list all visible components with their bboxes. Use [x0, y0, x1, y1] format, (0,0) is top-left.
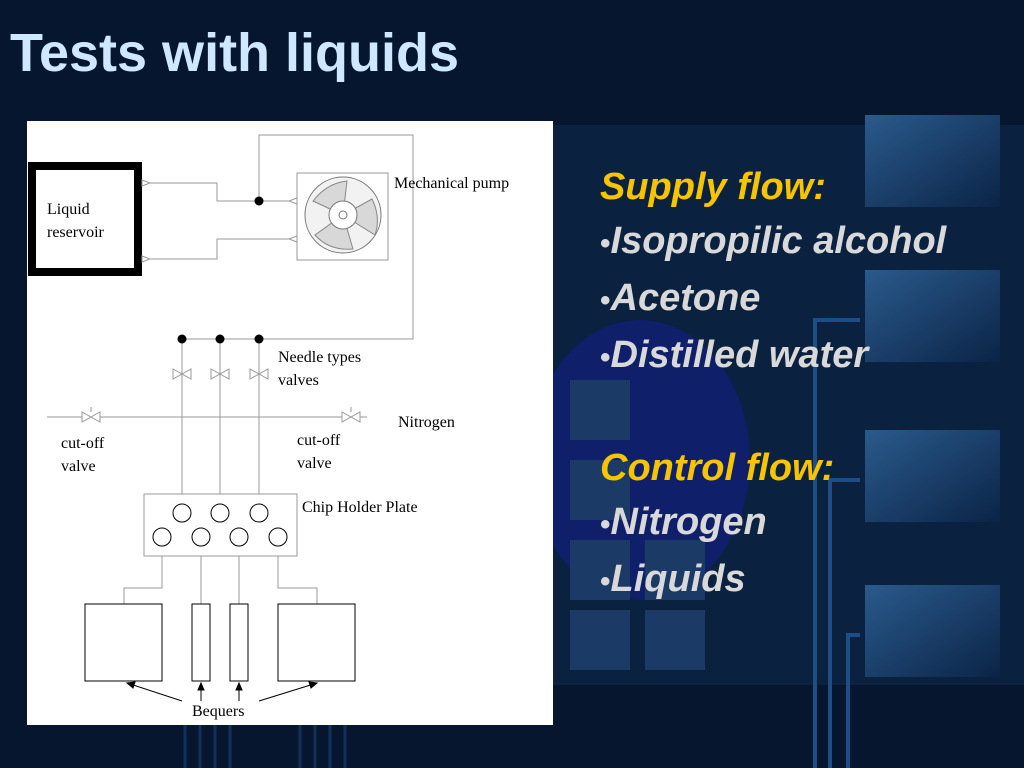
nitrogen-label: Nitrogen [398, 414, 455, 431]
bullet-text: Isopropilic alcohol [610, 220, 947, 262]
needle-valves-label: Needle types valves [278, 349, 362, 389]
bullet-text: Distilled water [610, 334, 869, 376]
bullet-text: Acetone [610, 277, 761, 319]
bullet-dot: • [600, 565, 611, 598]
reservoir-label: Liquid reservoir [47, 201, 104, 241]
schematic-lines [28, 134, 414, 702]
bullet-item: •Acetone [600, 271, 1024, 328]
chip-holder-label: Chip Holder Plate [302, 499, 418, 516]
bullet-item: •Liquids [600, 552, 1024, 609]
bequers-label: Bequers [192, 703, 245, 720]
bullet-text: Nitrogen [610, 501, 767, 543]
schematic-diagram: Liquid reservoir Mechanical pump Needle … [27, 121, 553, 725]
pump-label: Mechanical pump [394, 175, 510, 192]
bullet-item: •Isopropilic alcohol [600, 214, 1024, 271]
supply-flow-heading: Supply flow: [600, 166, 826, 208]
slide-title: Tests with liquids [10, 23, 460, 83]
control-flow-heading: Control flow: [600, 447, 835, 489]
cutoff-valve-right-label: cut-off valve [297, 432, 341, 472]
cutoff-valve-left-label: cut-off valve [61, 435, 105, 475]
bullet-dot: • [600, 284, 611, 317]
bullet-text: Liquids [610, 558, 746, 600]
flow-bullets: Supply flow: •Isopropilic alcohol •Aceto… [600, 160, 1024, 609]
bullet-dot: • [600, 341, 611, 374]
bullet-dot: • [600, 508, 611, 541]
bullet-item: •Distilled water [600, 328, 1024, 385]
bullet-item: •Nitrogen [600, 495, 1024, 552]
bullet-dot: • [600, 227, 611, 260]
